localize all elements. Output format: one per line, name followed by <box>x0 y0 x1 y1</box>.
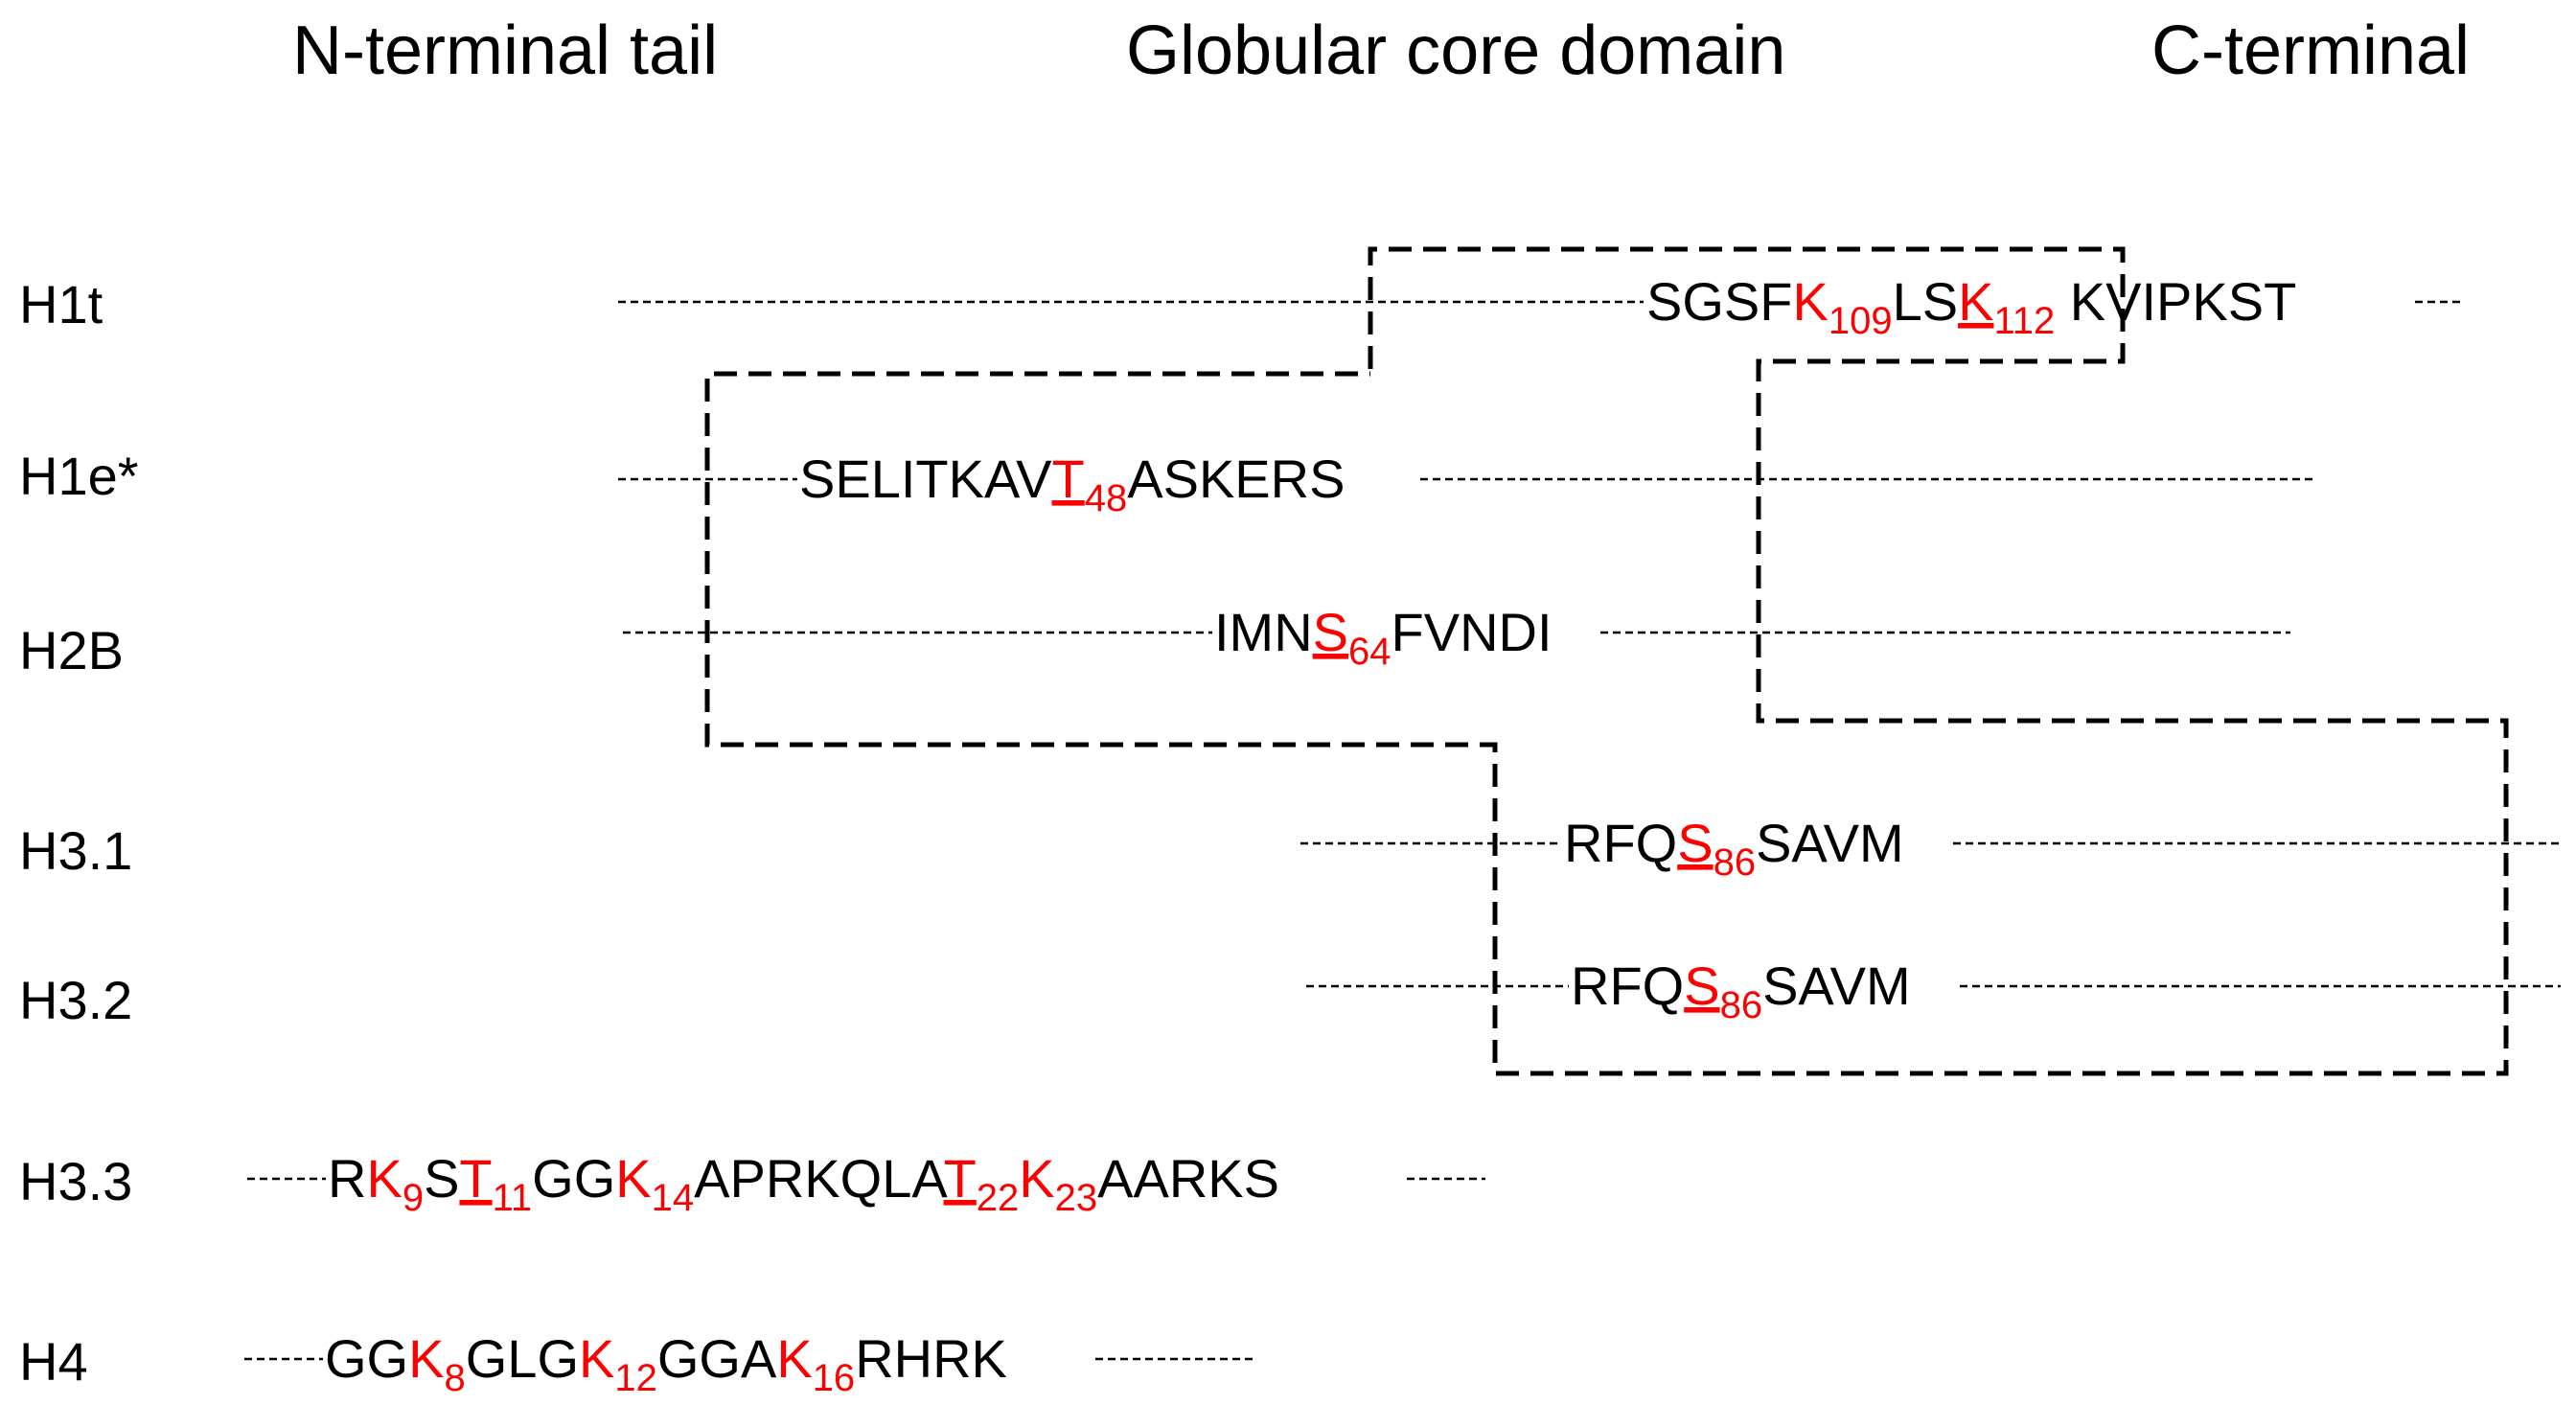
residue-h3-3-5: K <box>615 1148 651 1209</box>
residue-h1t-1: K <box>1792 271 1828 332</box>
row-label-h3-3: H3.3 <box>19 1151 132 1211</box>
residue-h1e-2: ASKERS <box>1127 449 1345 509</box>
residue-h4-2: GLG <box>466 1328 579 1389</box>
residue-h1t-3: K <box>1958 271 1993 332</box>
residue-number-h1e-1: 48 <box>1085 477 1128 519</box>
row-label-h3-2: H3.2 <box>19 970 132 1030</box>
residue-h3-2-1: S <box>1684 956 1719 1016</box>
sequence-h4: GGK8GLGK12GGAK16RHRK <box>325 1328 1007 1399</box>
residue-h1e-1: T <box>1052 449 1085 509</box>
residue-h1e-0: SELITKAV <box>799 449 1052 509</box>
residue-h2b-0: IMN <box>1214 602 1313 662</box>
residue-h3-3-6: APRKQLA <box>694 1148 948 1209</box>
residue-number-h2b-1: 64 <box>1348 631 1392 673</box>
sequence-h1e: SELITKAVT48ASKERS <box>799 449 1345 519</box>
residue-number-h3-3-5: 14 <box>652 1177 695 1219</box>
sequence-h3-1: RFQS86SAVM <box>1564 813 1904 884</box>
row-label-h2b: H2B <box>19 620 124 680</box>
sequence-h3-2: RFQS86SAVM <box>1571 956 1911 1026</box>
residue-h4-6: RHRK <box>855 1328 1007 1389</box>
residue-number-h3-3-8: 23 <box>1055 1177 1098 1219</box>
sequence-h3-3: RK9ST11GGK14APRKQLAT22K23AARKS <box>328 1148 1279 1219</box>
sequence-h2b: IMNS64FVNDI <box>1214 602 1552 673</box>
sequence-h1t: SGSFK109LSK112 KVIPKST <box>1646 271 2296 342</box>
header-c-terminal: C-terminal <box>2151 12 2470 89</box>
residue-h3-1-2: SAVM <box>1756 813 1904 873</box>
residue-h3-1-1: S <box>1677 813 1713 873</box>
header-n-terminal-tail: N-terminal tail <box>292 12 718 89</box>
row-label-h4: H4 <box>19 1331 88 1392</box>
residue-h4-1: K <box>408 1328 444 1389</box>
sequence-lines <box>244 300 2561 1361</box>
residue-h3-3-3: T <box>459 1148 492 1209</box>
row-label-h1t: H1t <box>19 274 104 334</box>
residue-h3-3-4: GG <box>532 1148 615 1209</box>
residue-h4-3: K <box>579 1328 614 1389</box>
residue-h3-2-0: RFQ <box>1571 956 1684 1016</box>
residue-h4-5: K <box>776 1328 812 1389</box>
header-globular-core-domain: Globular core domain <box>1126 12 1785 89</box>
residue-h3-3-1: K <box>366 1148 402 1209</box>
residue-number-h1t-3: 112 <box>1993 300 2055 342</box>
residue-number-h4-5: 16 <box>813 1357 856 1399</box>
residue-number-h4-1: 8 <box>444 1357 465 1399</box>
residue-h4-0: GG <box>325 1328 408 1389</box>
residue-h1t-2: LS <box>1893 271 1959 332</box>
residue-h1t-0: SGSF <box>1646 271 1792 332</box>
residue-number-h3-3-3: 11 <box>493 1177 533 1219</box>
residue-h3-3-8: K <box>1019 1148 1054 1209</box>
residue-h3-1-0: RFQ <box>1564 813 1677 873</box>
residue-h2b-1: S <box>1313 602 1348 662</box>
residue-number-h3-3-7: 22 <box>977 1177 1020 1219</box>
residue-h3-3-0: R <box>328 1148 366 1209</box>
residue-h3-3-9: AARKS <box>1097 1148 1279 1209</box>
group-box-h1t-h3 <box>704 246 2509 1076</box>
residue-h4-4: GGA <box>657 1328 777 1389</box>
residue-h3-3-7: T <box>944 1148 977 1209</box>
residue-h1t-4: KVIPKST <box>2055 271 2296 332</box>
residue-number-h3-3-1: 9 <box>402 1177 424 1219</box>
residue-number-h1t-1: 109 <box>1828 300 1893 342</box>
row-label-h1e: H1e* <box>19 446 139 506</box>
row-label-h3-1: H3.1 <box>19 820 132 881</box>
residue-number-h4-3: 12 <box>614 1357 657 1399</box>
residue-h2b-2: FVNDI <box>1392 602 1552 662</box>
residue-number-h3-2-1: 86 <box>1720 984 1763 1026</box>
residue-h3-3-2: S <box>424 1148 459 1209</box>
residue-number-h3-1-1: 86 <box>1714 841 1757 884</box>
residue-h3-2-2: SAVM <box>1762 956 1911 1016</box>
